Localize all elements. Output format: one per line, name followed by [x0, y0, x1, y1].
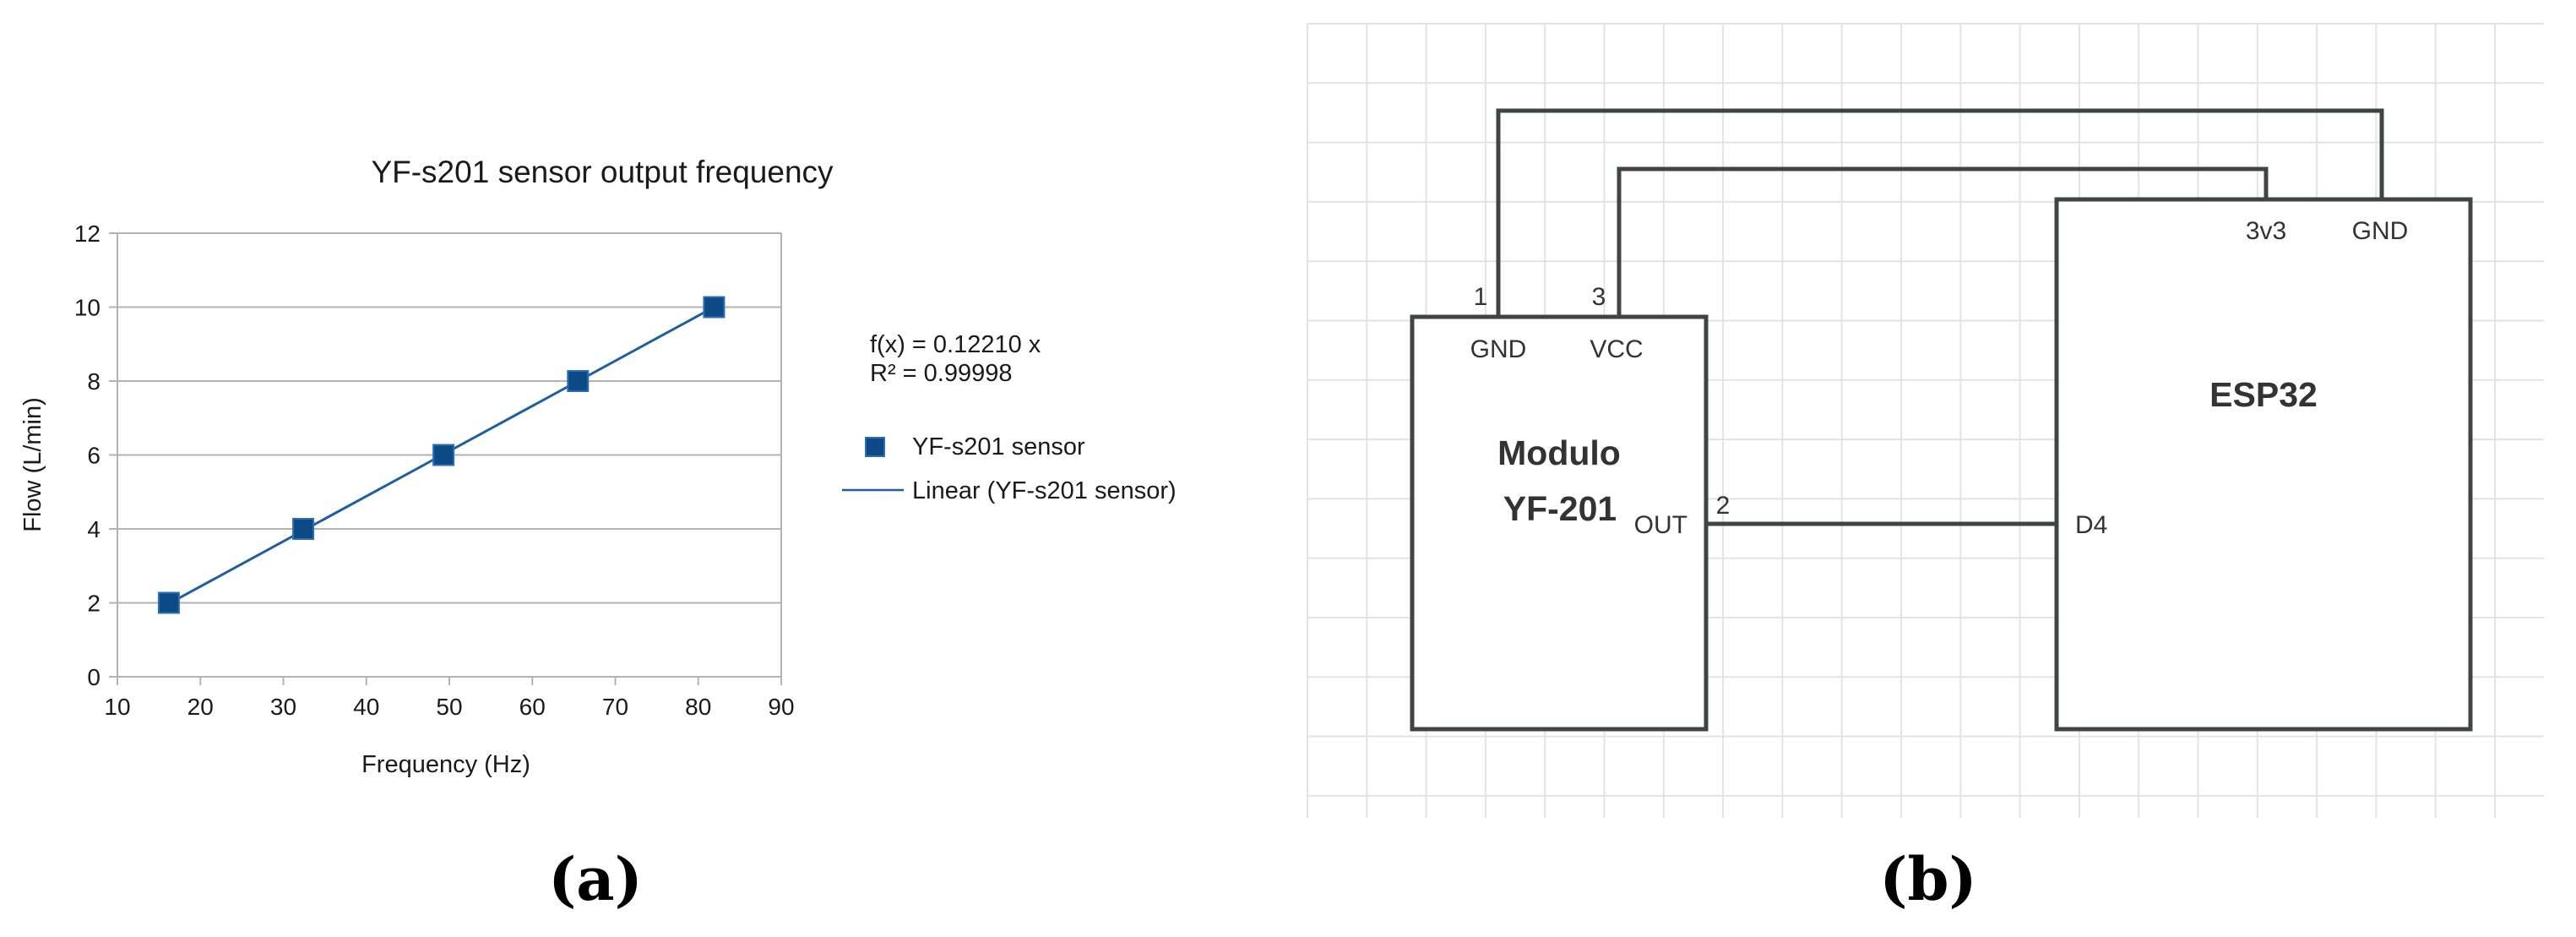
x-tick-label: 50	[436, 694, 462, 720]
chart-title: YF-s201 sensor output frequency	[371, 155, 834, 189]
esp32-pin-d4: D4	[2075, 511, 2107, 539]
trendline-equation: f(x) = 0.12210 x	[870, 331, 1041, 358]
panel-b: Modulo YF-201 GND VCC OUT 1 3 2 ESP32 3v…	[1307, 23, 2544, 914]
module-pin-gnd: GND	[1470, 335, 1527, 363]
module-pin-vcc: VCC	[1590, 335, 1643, 363]
esp32-title: ESP32	[2209, 375, 2318, 414]
data-point	[157, 591, 180, 614]
chart-axes	[109, 232, 782, 685]
x-tick-label: 60	[519, 694, 546, 720]
x-tick-label: 10	[104, 694, 130, 720]
y-axis-label: Flow (L/min)	[19, 397, 46, 532]
data-points	[157, 296, 726, 614]
y-tick-label: 2	[87, 591, 101, 617]
legend-marker-square	[865, 437, 885, 457]
data-point	[292, 518, 315, 540]
data-point	[567, 370, 590, 392]
data-point	[703, 296, 726, 319]
chart-legend: YF-s201 sensor Linear (YF-s201 sensor)	[842, 433, 1177, 504]
x-tick-label: 40	[353, 694, 379, 720]
module-title-line2: YF-201	[1503, 489, 1617, 528]
wire-vcc	[1617, 166, 2269, 317]
module-pin-number-3: 3	[1592, 283, 1606, 311]
esp32-pin-3v3: 3v3	[2246, 217, 2286, 245]
y-tick-label: 6	[87, 443, 101, 469]
wire-gnd	[1496, 108, 2384, 317]
y-tick-label: 12	[74, 221, 101, 247]
y-tick-labels: 0 2 4 6 8 10 12	[74, 221, 101, 690]
module-yf201-box	[1410, 314, 1709, 732]
x-axis-label: Frequency (Hz)	[361, 751, 530, 778]
legend-trend-label: Linear (YF-s201 sensor)	[912, 477, 1177, 504]
x-tick-label: 80	[685, 694, 711, 720]
x-tick-label: 70	[602, 694, 628, 720]
y-tick-label: 0	[87, 664, 101, 690]
x-tick-labels: 10 20 30 40 50 60 70 80 90	[104, 694, 794, 720]
chart-gridlines	[117, 232, 781, 604]
y-tick-label: 4	[87, 516, 101, 542]
caption-b: (b)	[1879, 844, 1976, 914]
data-point	[432, 444, 455, 466]
y-tick-label: 8	[87, 368, 101, 395]
module-pin-number-1: 1	[1474, 283, 1488, 311]
esp32-pin-gnd: GND	[2352, 217, 2409, 245]
x-tick-label: 30	[270, 694, 296, 720]
y-tick-label: 10	[74, 295, 101, 321]
esp32-box	[2054, 197, 2473, 732]
module-pin-number-2: 2	[1716, 492, 1731, 520]
legend-series-label: YF-s201 sensor	[912, 433, 1085, 460]
x-tick-label: 90	[768, 694, 794, 720]
caption-a: (a)	[548, 844, 643, 914]
module-pin-out: OUT	[1634, 511, 1687, 539]
module-title-line1: Modulo	[1497, 433, 1621, 472]
trendline-r-squared: R² = 0.99998	[870, 360, 1012, 387]
x-tick-label: 20	[187, 694, 214, 720]
